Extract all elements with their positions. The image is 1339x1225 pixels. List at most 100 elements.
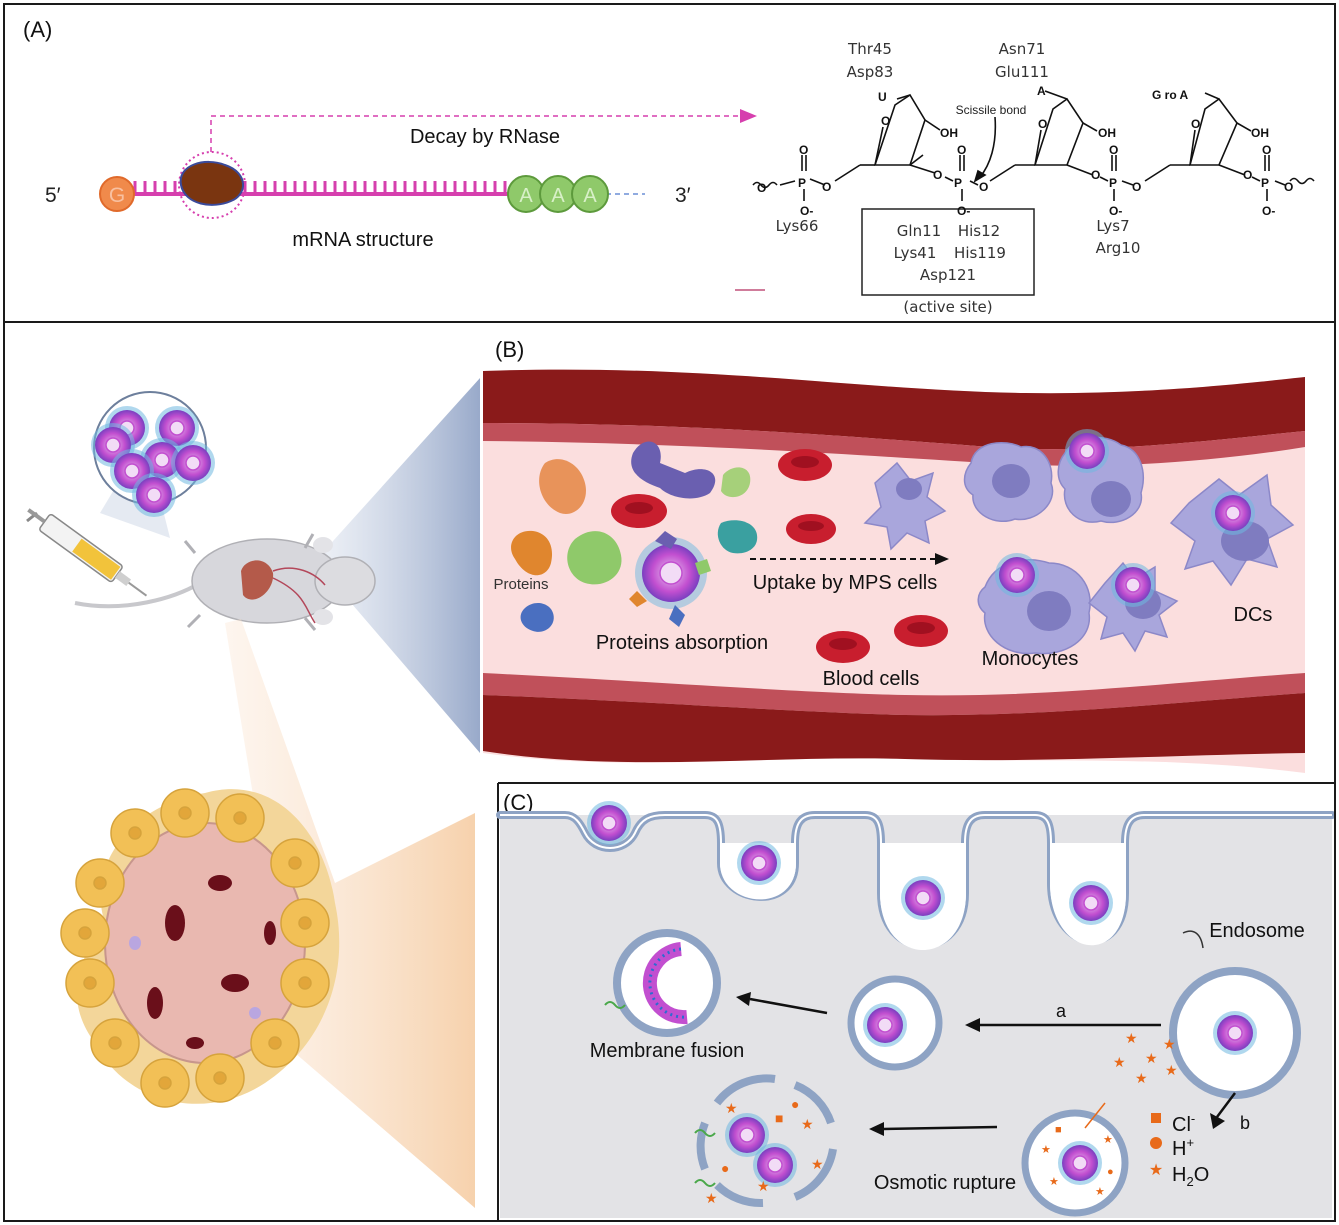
svg-text:★: ★ (1135, 1070, 1148, 1086)
plasma-proteins (511, 441, 758, 632)
panel-bc: (B) (3, 321, 1336, 1222)
svg-text:O: O (979, 180, 988, 194)
swelling-endosome: ★★★ ★■● (1021, 1102, 1129, 1217)
rna-chemical-structure (752, 90, 1315, 201)
svg-text:A: A (1037, 84, 1046, 98)
svg-text:O: O (757, 181, 766, 195)
acinus-lumen (128, 826, 142, 840)
acinus-lumen (158, 1076, 172, 1090)
svg-text:★: ★ (1165, 1062, 1178, 1078)
tumor-tissue (60, 788, 340, 1108)
svg-text:O: O (1109, 143, 1118, 157)
ruptured-contents: ★★★ ★★● ●■ (694, 1096, 824, 1206)
cap-g (99, 176, 135, 212)
svg-text:O: O (1132, 180, 1141, 194)
zoom-cone-tumor (225, 619, 475, 1208)
acinus-lumen (233, 811, 247, 825)
residue-thr45: Thr45 (847, 40, 892, 58)
svg-text:O: O (881, 114, 890, 128)
panel-c-label: (C) (503, 790, 534, 815)
svg-text:★: ★ (1163, 1036, 1176, 1052)
svg-text:O: O (1091, 168, 1100, 182)
svg-text:★: ★ (1041, 1144, 1051, 1156)
mrna-structure-label: mRNA structure (292, 229, 433, 251)
membrane-fusion-label: Membrane fusion (590, 1040, 745, 1062)
zoom-cone-blood (315, 378, 480, 753)
svg-text:■: ■ (1055, 1124, 1062, 1136)
residue-asn71: Asn71 (999, 40, 1046, 58)
rupture-arrow (869, 1122, 998, 1136)
three-prime-label: 3′ (675, 184, 691, 207)
svg-text:P: P (1109, 176, 1117, 190)
residue-lys7: Lys7 (1096, 217, 1129, 235)
membrane-fusion-vesicle (604, 929, 721, 1037)
proteins-label: Proteins (493, 576, 548, 593)
svg-text:OH: OH (1251, 126, 1269, 140)
path-a-label: a (1056, 1001, 1067, 1021)
acinus-lumen (78, 926, 92, 940)
active-gln11: Gln11 (897, 222, 941, 240)
acinus-lumen (298, 916, 312, 930)
residue-arg10: Arg10 (1096, 239, 1141, 257)
svg-text:★: ★ (1113, 1054, 1126, 1070)
residue-glu111: Glu111 (995, 63, 1049, 81)
svg-text:★: ★ (801, 1116, 814, 1132)
syringe-icon (26, 508, 148, 597)
monocytes-label: Monocytes (982, 648, 1079, 670)
svg-text:●: ● (721, 1160, 729, 1176)
svg-text:OH: OH (940, 126, 958, 140)
svg-text:★: ★ (1095, 1186, 1105, 1198)
acinus-lumen (108, 1036, 122, 1050)
panel-a-canvas: (A) 5′ 3′ G A A A Dec (23, 17, 1315, 316)
vesicle-middle (847, 975, 943, 1071)
svg-text:O-: O- (957, 204, 970, 218)
residue-lys66: Lys66 (776, 217, 819, 235)
svg-text:★: ★ (1103, 1134, 1113, 1146)
svg-text:O: O (822, 180, 831, 194)
poly-a-3: A (583, 185, 597, 207)
svg-text:U: U (878, 90, 887, 104)
svg-text:O-: O- (800, 204, 813, 218)
svg-text:OH: OH (1098, 126, 1116, 140)
blood-cells-label: Blood cells (823, 668, 920, 690)
svg-text:O: O (1191, 117, 1200, 131)
svg-text:O: O (1243, 168, 1252, 182)
svg-text:P: P (798, 176, 806, 190)
proteins-absorption-label: Proteins absorption (596, 632, 768, 654)
path-b-arrow (1210, 1092, 1236, 1129)
svg-text:O: O (1038, 117, 1047, 131)
svg-text:★: ★ (1049, 1176, 1059, 1188)
active-his12: His12 (958, 222, 1000, 240)
active-asp121: Asp121 (920, 266, 976, 284)
panel-a-label: (A) (23, 17, 52, 42)
five-prime-label: 5′ (45, 184, 61, 207)
acinus-lumen (93, 876, 107, 890)
decay-label: Decay by RNase (410, 126, 560, 148)
acinus-lumen (213, 1071, 227, 1085)
acinus-lumen (83, 976, 97, 990)
fusion-arrow (736, 992, 828, 1015)
ion-h: H+ (1172, 1135, 1194, 1160)
svg-text:■: ■ (775, 1110, 783, 1126)
dcs-label: DCs (1234, 604, 1273, 626)
residue-labels: Thr45 Asp83 Asn71 Glu111 Lys66 Lys7 Arg1… (776, 40, 1141, 257)
svg-text:G ro A: G ro A (1152, 88, 1189, 102)
svg-text:★: ★ (757, 1178, 770, 1194)
path-a-arrow (965, 1018, 1161, 1032)
ion-cl: Cl- (1172, 1111, 1195, 1136)
svg-text:★: ★ (1149, 1162, 1163, 1179)
svg-text:O: O (799, 143, 808, 157)
acinus-lumen (298, 976, 312, 990)
red-blood-cells (611, 449, 948, 663)
ion-legend: ★ (1149, 1113, 1163, 1179)
path-b-label: b (1240, 1113, 1250, 1133)
svg-text:P: P (954, 176, 962, 190)
acinus-lumen (268, 1036, 282, 1050)
endosome (1169, 967, 1301, 1099)
poly-a-1: A (519, 185, 533, 207)
active-site-box (861, 208, 1035, 296)
acinus-lumen (178, 806, 192, 820)
svg-text:★: ★ (725, 1100, 738, 1116)
floating-water-stars: ★★★ ★★★ (1113, 1030, 1178, 1086)
nanoparticle-corona (629, 531, 711, 627)
